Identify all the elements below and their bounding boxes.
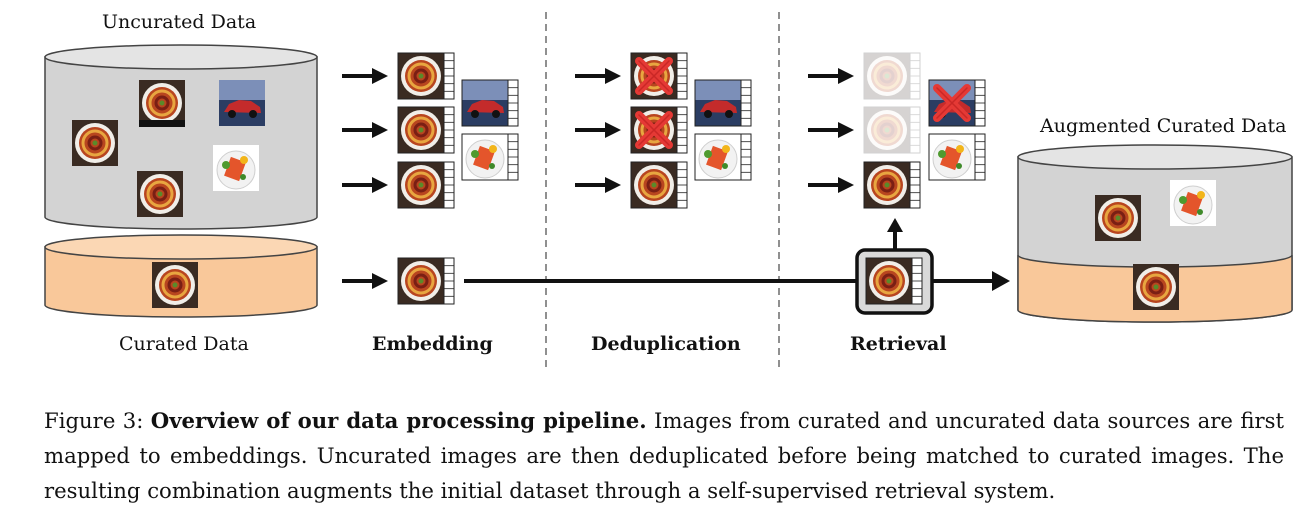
deduplication-stage-label: Deduplication bbox=[591, 333, 741, 355]
uncurated-data-label: Uncurated Data bbox=[102, 11, 257, 33]
embedding-stage-label: Embedding bbox=[372, 333, 493, 355]
embedding-stage bbox=[340, 53, 518, 304]
pipeline-diagram bbox=[44, 12, 1293, 368]
figure-caption: Figure 3: Overview of our data processin… bbox=[44, 403, 1284, 508]
retrieval-stage-label: Retrieval bbox=[850, 333, 947, 355]
caption-text: Images from curated and uncurated data s… bbox=[44, 408, 1284, 503]
retrieval-stage bbox=[806, 53, 985, 315]
figure-number: Figure 3: bbox=[44, 408, 144, 433]
flow-arrowhead-icon bbox=[992, 271, 1010, 291]
augmented-curated-data-label: Augmented Curated Data bbox=[1040, 115, 1287, 137]
caption-title: Overview of our data processing pipeline… bbox=[150, 408, 647, 433]
uncurated-data-cylinder bbox=[44, 44, 318, 230]
curated-data-label: Curated Data bbox=[119, 333, 249, 355]
curated-data-cylinder bbox=[44, 234, 318, 318]
deduplication-stage bbox=[573, 53, 751, 208]
augmented-curated-cylinder bbox=[1017, 144, 1293, 323]
